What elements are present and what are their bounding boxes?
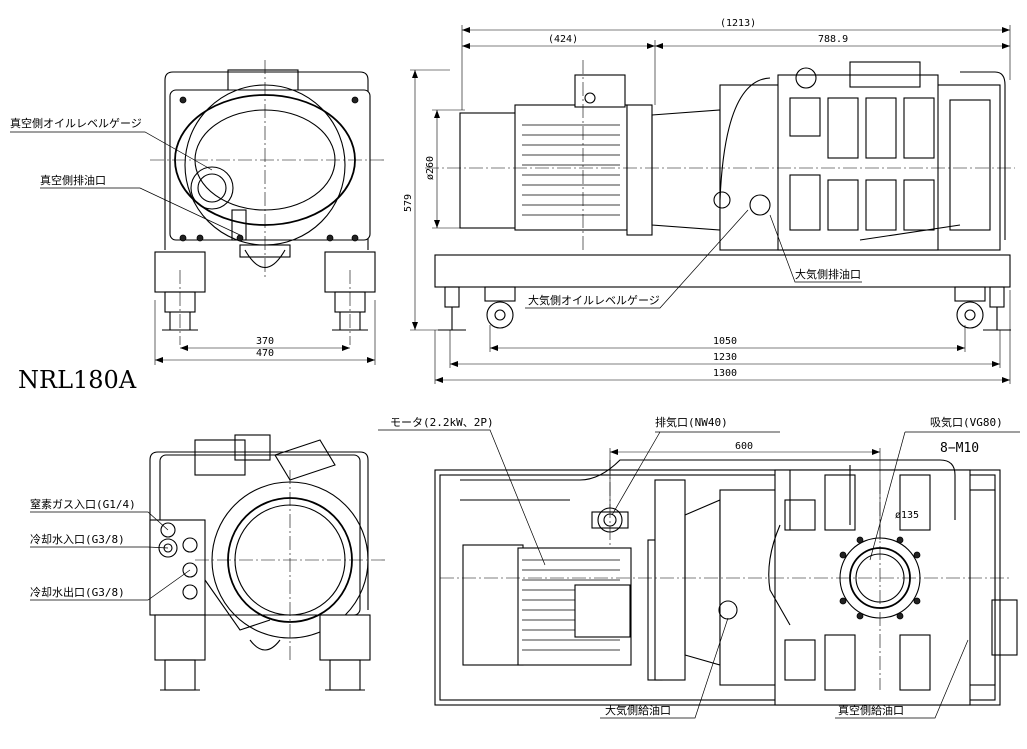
dim-788: 788.9 <box>818 34 848 45</box>
label-cooling-out: 冷却水出口(G3/8) <box>30 585 125 599</box>
label-nitrogen-inlet: 窒素ガス入口(G1/4) <box>30 497 136 511</box>
dim-600: 600 <box>735 441 753 452</box>
top-view: 600 ø135 モータ(2.2kW、2P) 排気口(NW40) 吸気口(VG8… <box>378 415 1020 719</box>
model-title: NRL180A <box>18 366 137 394</box>
label-atm-drain: 大気側排油口 <box>795 267 861 281</box>
label-intake: 吸気口(VG80) <box>930 415 1003 429</box>
dim-1050: 1050 <box>713 336 737 347</box>
label-exhaust: 排気口(NW40) <box>655 415 728 429</box>
side-view: (1213) (424) 788.9 579 ø260 1050 1230 13… <box>403 18 1015 384</box>
label-atm-fill: 大気側給油口 <box>605 703 671 717</box>
label-vacuum-fill: 真空側給油口 <box>838 703 904 717</box>
dim-470: 470 <box>256 348 274 359</box>
label-atm-oil-gauge: 大気側オイルレベルゲージ <box>528 293 660 307</box>
dim-1213: (1213) <box>720 18 756 29</box>
dim-1230: 1230 <box>713 352 737 363</box>
dim-370: 370 <box>256 336 274 347</box>
dim-260: ø260 <box>425 156 436 180</box>
dim-1300: 1300 <box>713 368 737 379</box>
label-vacuum-oil-gauge: 真空側オイルレベルゲージ <box>10 116 142 130</box>
label-vacuum-drain: 真空側排油口 <box>40 173 106 187</box>
label-motor: モータ(2.2kW、2P) <box>390 416 494 429</box>
dim-579: 579 <box>403 194 414 212</box>
label-cooling-in: 冷却水入口(G3/8) <box>30 533 125 546</box>
dim-135: ø135 <box>895 510 919 521</box>
label-bolts: 8−M10 <box>940 441 979 456</box>
dim-424: (424) <box>548 34 578 45</box>
front-view: 370 470 真空側オイルレベルゲージ 真空側排油口 <box>10 60 385 365</box>
rear-view: 窒素ガス入口(G1/4) 冷却水入口(G3/8) 冷却水出口(G3/8) <box>30 434 385 691</box>
